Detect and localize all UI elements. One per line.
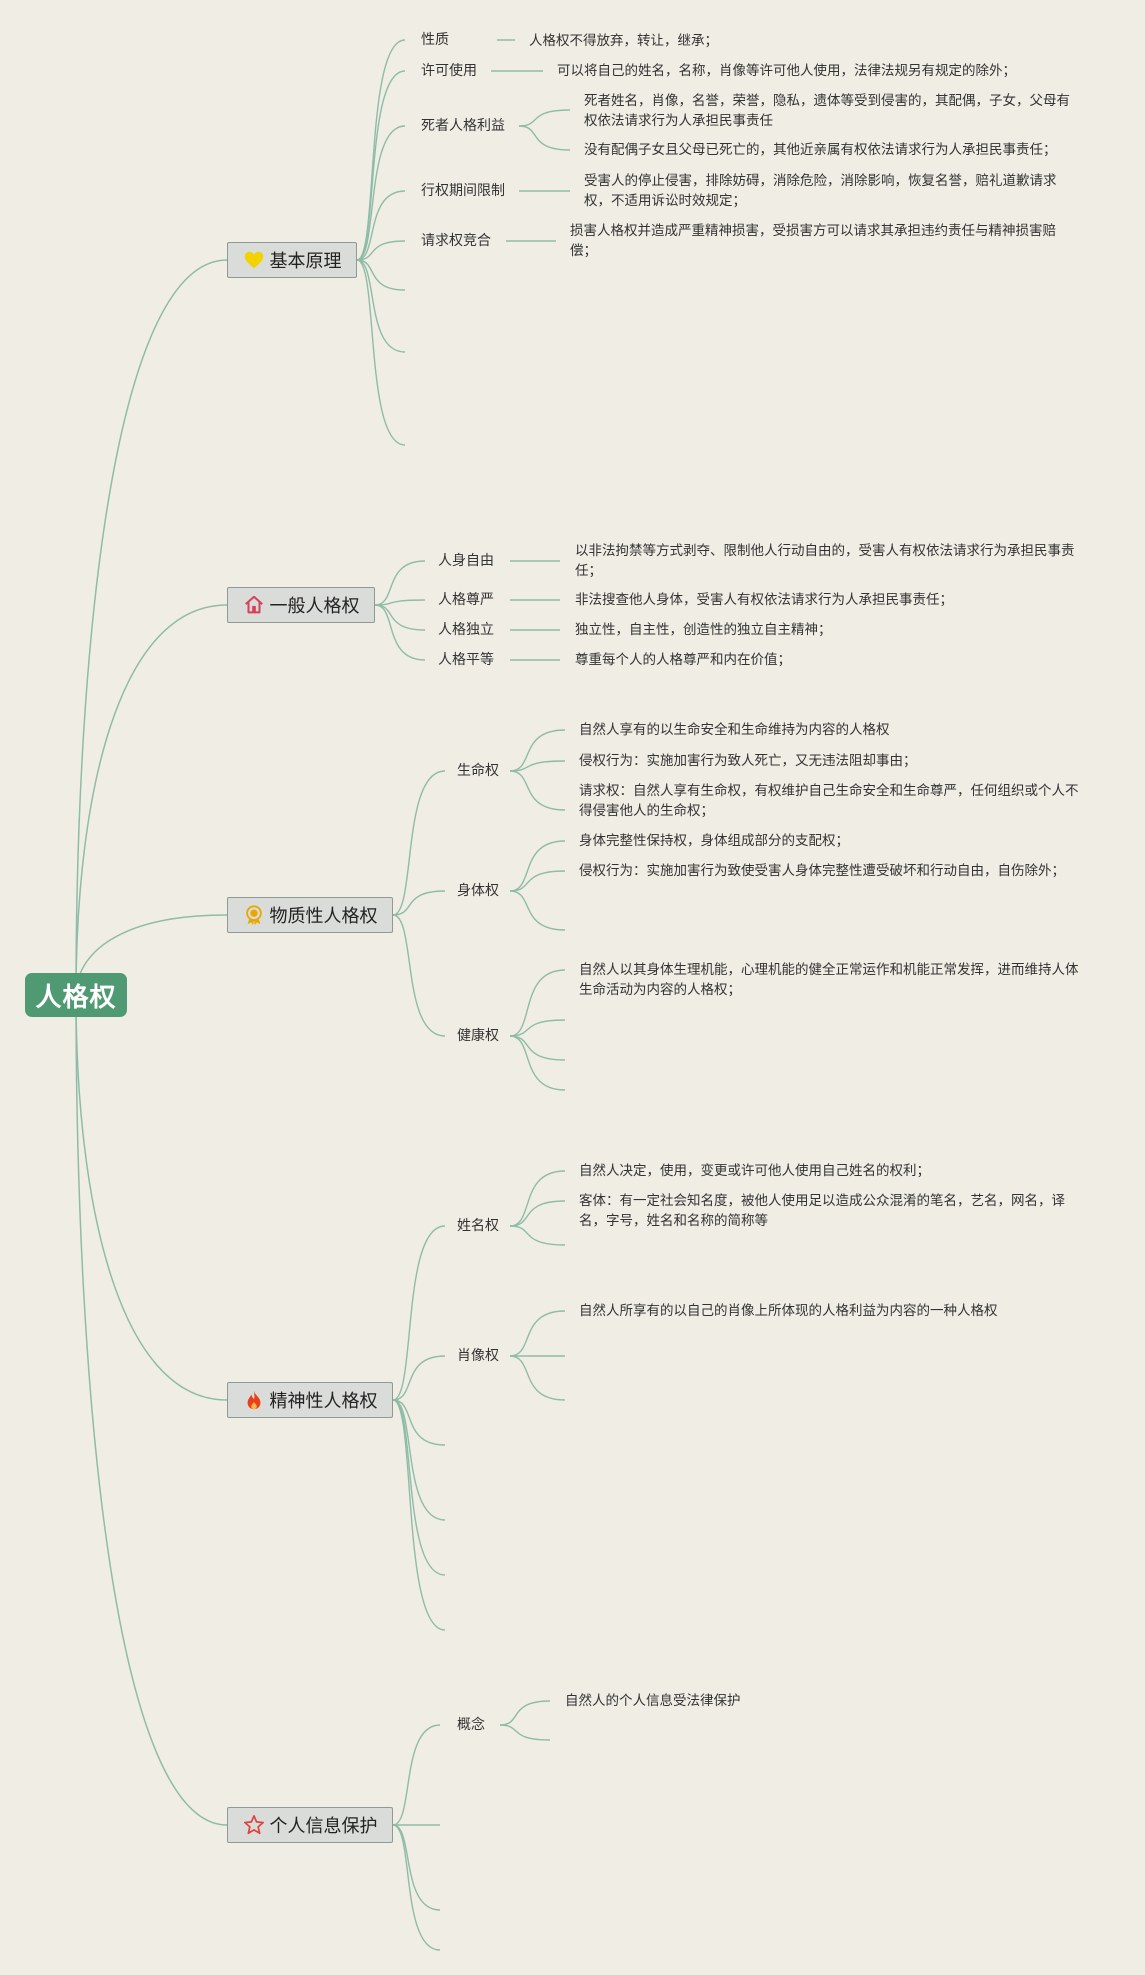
subtopic[interactable]: 概念 xyxy=(457,1717,485,1733)
sub-connector xyxy=(374,604,426,631)
flame-icon xyxy=(243,1389,265,1411)
leaf-connector xyxy=(509,1170,566,1227)
leaf-connector xyxy=(509,1310,566,1357)
branch-label: 精神性人格权 xyxy=(269,1391,378,1412)
sub-connector xyxy=(392,890,446,916)
subtopic[interactable]: 许可使用 xyxy=(421,63,477,79)
branch-general[interactable]: 一般人格权 xyxy=(227,587,375,623)
branch-label: 个人信息保护 xyxy=(269,1816,378,1837)
leaf-connector xyxy=(509,760,566,772)
leaf-text: 以非法拘禁等方式剥夺、限制他人行动自由的，受害人有权依法请求行为承担民事责任； xyxy=(575,543,1075,579)
leaf-connector xyxy=(518,125,571,151)
sub-connector xyxy=(356,259,406,446)
leaf-text: 侵权行为：实施加害行为致使受害人身体完整性遭受破坏和行动自由，自伤除外； xyxy=(579,863,1065,879)
subtopic[interactable]: 性质 xyxy=(421,32,449,48)
leaf-text: 自然人所享有的以自己的肖像上所体现的人格利益为内容的一种人格权 xyxy=(579,1303,998,1319)
leaf-text: 人格权不得放弃，转让，继承； xyxy=(529,33,718,49)
leaf-text: 没有配偶子女且父母已死亡的，其他近亲属有权依法请求行为人承担民事责任； xyxy=(584,142,1057,158)
sub-connector xyxy=(392,1399,446,1446)
subtopic[interactable]: 人格独立 xyxy=(438,622,494,638)
branch-basic[interactable]: 基本原理 xyxy=(227,242,357,278)
star-icon xyxy=(243,1814,265,1836)
leaf-text: 客体：有一定社会知名度，被他人使用足以造成公众混淆的笔名，艺名，网名，译名，字号… xyxy=(579,1193,1065,1229)
branch-privacy[interactable]: 个人信息保护 xyxy=(227,1807,393,1843)
sub-connector xyxy=(392,1225,446,1401)
root-connector xyxy=(75,604,228,996)
subtopic[interactable]: 死者人格利益 xyxy=(421,118,505,134)
sub-connector xyxy=(392,1399,446,1521)
leaf-text: 侵权行为：实施加害行为致人死亡，又无违法阻却事由； xyxy=(579,753,917,769)
branch-label: 物质性人格权 xyxy=(269,906,378,927)
root-node[interactable]: 人格权 xyxy=(25,973,127,1017)
root-connector xyxy=(75,994,228,1401)
leaf-text: 死者姓名，肖像，名誉，荣誉，隐私，遗体等受到侵害的，其配偶，子女，父母有权依法请… xyxy=(584,93,1070,129)
leaf-connector xyxy=(518,109,571,127)
branch-label: 一般人格权 xyxy=(269,596,360,617)
sub-connector xyxy=(356,259,406,353)
leaf-connector xyxy=(509,1355,566,1401)
leaf-text: 自然人享有的以生命安全和生命维持为内容的人格权 xyxy=(579,722,890,738)
subtopic[interactable]: 行权期间限制 xyxy=(421,183,505,199)
leaf-text: 尊重每个人的人格尊严和内在价值； xyxy=(575,652,791,668)
sub-connector xyxy=(392,1824,441,1911)
sub-connector xyxy=(392,914,446,1037)
leaf-text: 请求权：自然人享有生命权，有权维护自己生命安全和生命尊严，任何组织或个人不得侵害… xyxy=(579,783,1079,819)
leaf-connector xyxy=(509,969,566,1037)
subtopic[interactable]: 人格尊严 xyxy=(438,592,494,608)
branch-spiritual[interactable]: 精神性人格权 xyxy=(227,1382,393,1418)
leaf-connector xyxy=(509,1200,566,1227)
leaf-text: 损害人格权并造成严重精神损害，受损害方可以请求其承担违约责任与精神损害赔偿； xyxy=(570,223,1056,259)
subtopic[interactable]: 姓名权 xyxy=(457,1218,499,1234)
subtopic[interactable]: 肖像权 xyxy=(457,1348,499,1364)
branch-material[interactable]: 物质性人格权 xyxy=(227,897,393,933)
leaf-connector xyxy=(509,770,566,811)
leaf-connector xyxy=(509,1019,566,1037)
leaf-connector xyxy=(509,1225,566,1246)
sub-connector xyxy=(392,1355,446,1401)
leaf-text: 受害人的停止侵害，排除妨碍，消除危险，消除影响，恢复名誉，赔礼道歉请求权，不适用… xyxy=(584,173,1057,209)
badge-icon xyxy=(243,904,265,926)
leaf-connector xyxy=(499,1700,551,1726)
subtopic[interactable]: 人格平等 xyxy=(438,652,494,668)
subtopic[interactable]: 生命权 xyxy=(457,763,499,779)
sub-connector xyxy=(392,1399,446,1576)
sub-connector xyxy=(356,259,406,291)
leaf-text: 自然人的个人信息受法律保护 xyxy=(565,1693,741,1709)
home-icon xyxy=(243,594,265,616)
subtopic[interactable]: 身体权 xyxy=(457,883,499,899)
leaf-connector xyxy=(509,729,566,772)
sub-connector xyxy=(392,1724,441,1826)
leaf-text: 非法搜查他人身体，受害人有权依法请求行为人承担民事责任； xyxy=(575,592,953,608)
leaf-connector xyxy=(509,1035,566,1061)
sub-connector xyxy=(356,70,406,261)
subtopic[interactable]: 人身自由 xyxy=(438,553,494,569)
leaf-connector xyxy=(509,1035,566,1091)
leaf-text: 自然人以其身体生理机能，心理机能的健全正常运作和机能正常发挥，进而维持人体生命活… xyxy=(579,962,1079,998)
sub-connector xyxy=(356,240,406,261)
leaf-text: 身体完整性保持权，身体组成部分的支配权； xyxy=(579,833,849,849)
sub-connector xyxy=(374,560,426,606)
root-connector xyxy=(75,259,228,996)
subtopic[interactable]: 健康权 xyxy=(457,1028,499,1044)
leaf-text: 可以将自己的姓名，名称，肖像等许可他人使用，法律法规另有规定的除外； xyxy=(557,63,1016,79)
leaf-text: 自然人决定，使用，变更或许可他人使用自己姓名的权利； xyxy=(579,1163,930,1179)
leaf-connector xyxy=(499,1724,551,1741)
leaf-connector xyxy=(509,840,566,892)
heart-icon xyxy=(243,249,265,271)
leaf-connector xyxy=(509,890,566,931)
root-connector xyxy=(75,994,228,1826)
sub-connector xyxy=(392,770,446,916)
branch-label: 基本原理 xyxy=(269,251,342,272)
sub-connector xyxy=(392,1824,441,1951)
sub-connector xyxy=(374,599,426,606)
leaf-text: 独立性，自主性，创造性的独立自主精神； xyxy=(575,622,832,638)
sub-connector xyxy=(392,1399,446,1631)
sub-connector xyxy=(356,190,406,261)
sub-connector xyxy=(356,125,406,261)
leaf-connector xyxy=(509,870,566,892)
sub-connector xyxy=(374,604,426,661)
subtopic[interactable]: 请求权竞合 xyxy=(421,233,491,249)
